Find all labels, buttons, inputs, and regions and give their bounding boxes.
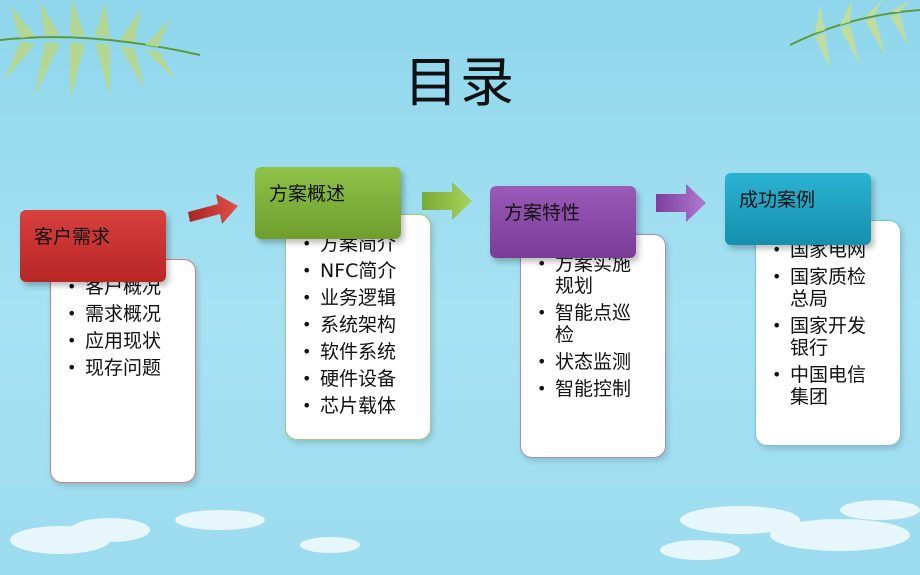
list-item: 硬件设备 xyxy=(302,368,420,390)
list-item: 业务逻辑 xyxy=(302,287,420,309)
list-item: 芯片载体 xyxy=(302,395,420,417)
arrow-right-icon xyxy=(422,182,472,220)
section-header-label: 成功案例 xyxy=(739,189,816,211)
list-item: 系统架构 xyxy=(302,314,420,336)
list-item: 国家开发银行 xyxy=(772,315,882,359)
clouds-decoration xyxy=(10,500,920,560)
list-item: 方案实施规划 xyxy=(537,253,647,297)
section-card-solution-features: 方案实施规划 智能点巡检 状态监测 智能控制 xyxy=(520,234,666,458)
list-item: NFC简介 xyxy=(302,260,420,282)
section-header-solution-features: 方案特性 xyxy=(490,186,636,258)
list-item: 状态监测 xyxy=(537,351,655,373)
section-card-success-cases: 国家电网 国家质检总局 国家开发银行 中国电信集团 xyxy=(755,220,901,446)
section-card-solution-overview: 方案简介 NFC简介 业务逻辑 系统架构 软件系统 硬件设备 芯片载体 xyxy=(285,214,431,440)
list-item: 现存问题 xyxy=(67,357,185,379)
section-header-label: 客户需求 xyxy=(34,226,111,248)
arrow-right-icon xyxy=(188,194,238,224)
section-header-solution-overview: 方案概述 xyxy=(255,167,401,239)
list-item: 应用现状 xyxy=(67,330,185,352)
item-list: 方案实施规划 智能点巡检 状态监测 智能控制 xyxy=(537,253,655,400)
item-list: 客户概况 需求概况 应用现状 现存问题 xyxy=(67,276,185,379)
section-header-label: 方案特性 xyxy=(504,202,581,224)
section-header-success-cases: 成功案例 xyxy=(725,173,871,245)
list-item: 智能点巡检 xyxy=(537,302,647,346)
section-header-label: 方案概述 xyxy=(269,183,346,205)
list-item: 软件系统 xyxy=(302,341,420,363)
page-title: 目录 xyxy=(404,51,516,114)
list-item: 需求概况 xyxy=(67,303,185,325)
list-item: 中国电信集团 xyxy=(772,364,882,408)
list-item: 智能控制 xyxy=(537,378,655,400)
arrow-right-icon xyxy=(656,184,706,222)
item-list: 国家电网 国家质检总局 国家开发银行 中国电信集团 xyxy=(772,239,890,408)
section-card-customer-needs: 客户概况 需求概况 应用现状 现存问题 xyxy=(50,259,196,483)
item-list: 方案简介 NFC简介 业务逻辑 系统架构 软件系统 硬件设备 芯片载体 xyxy=(302,233,420,417)
section-header-customer-needs: 客户需求 xyxy=(20,210,166,282)
list-item: 国家质检总局 xyxy=(772,266,882,310)
